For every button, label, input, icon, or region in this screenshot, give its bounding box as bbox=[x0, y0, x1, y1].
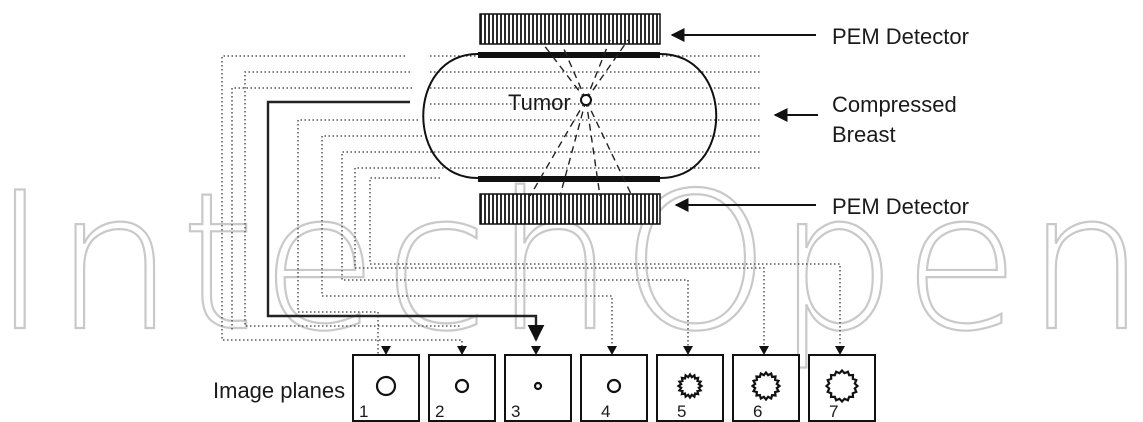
image-plane: 7 bbox=[808, 354, 876, 422]
image-plane-frame bbox=[808, 354, 876, 422]
plane-arrowhead bbox=[835, 346, 845, 355]
tumor-cross-section bbox=[606, 378, 622, 394]
image-planes-label: Image planes bbox=[213, 378, 345, 403]
image-plane: 3 bbox=[504, 354, 572, 422]
bottom-plate bbox=[478, 176, 660, 182]
image-planes: 1 2 3 4 5 6 7 bbox=[352, 354, 876, 422]
plane-arrowhead bbox=[381, 346, 391, 355]
plane-number: 6 bbox=[753, 402, 762, 421]
tumor-cross-section bbox=[750, 370, 782, 402]
label-detector-bottom: PEM Detector bbox=[832, 194, 969, 219]
image-plane-frame bbox=[428, 354, 496, 422]
plane-number: 1 bbox=[359, 402, 368, 421]
image-plane: 4 bbox=[580, 354, 648, 422]
tumor-label: Tumor bbox=[508, 90, 571, 115]
tumor-cross-section bbox=[375, 375, 397, 397]
plane-arrowhead bbox=[683, 346, 693, 355]
plane-number: 5 bbox=[677, 402, 686, 421]
plane-arrows bbox=[381, 346, 845, 355]
gamma-rays bbox=[529, 39, 633, 197]
tumor-cross-section bbox=[676, 372, 704, 400]
pem-detector-top bbox=[479, 13, 661, 45]
image-plane-frame bbox=[656, 354, 724, 422]
plane-arrowhead bbox=[607, 346, 617, 355]
plane-number: 2 bbox=[435, 402, 444, 421]
plane-arrowhead bbox=[531, 346, 541, 355]
image-plane-frame bbox=[732, 354, 800, 422]
tumor-cross-section bbox=[824, 368, 860, 404]
plane-number: 4 bbox=[601, 402, 610, 421]
top-plate bbox=[478, 52, 660, 58]
tumor-cross-section bbox=[533, 381, 543, 391]
image-plane: 6 bbox=[732, 354, 800, 422]
plane-number: 3 bbox=[511, 402, 520, 421]
plane-arrowhead bbox=[759, 346, 769, 355]
image-plane: 1 bbox=[352, 354, 420, 422]
tumor-cross-section bbox=[454, 378, 470, 394]
image-plane: 2 bbox=[428, 354, 496, 422]
plane-arrowhead bbox=[457, 346, 467, 355]
tumor-marker bbox=[580, 94, 592, 106]
dotted-connectors bbox=[221, 55, 841, 355]
label-breast-line1: Compressed bbox=[832, 92, 957, 117]
pem-detector-bottom bbox=[479, 193, 661, 225]
image-plane-frame bbox=[580, 354, 648, 422]
watermark: IntechOpen bbox=[0, 152, 1143, 373]
image-plane: 5 bbox=[656, 354, 724, 422]
label-breast-line2: Breast bbox=[832, 122, 896, 147]
tumor-plane-path bbox=[266, 100, 545, 342]
plane-number: 7 bbox=[829, 402, 838, 421]
label-detector-top: PEM Detector bbox=[832, 24, 969, 49]
